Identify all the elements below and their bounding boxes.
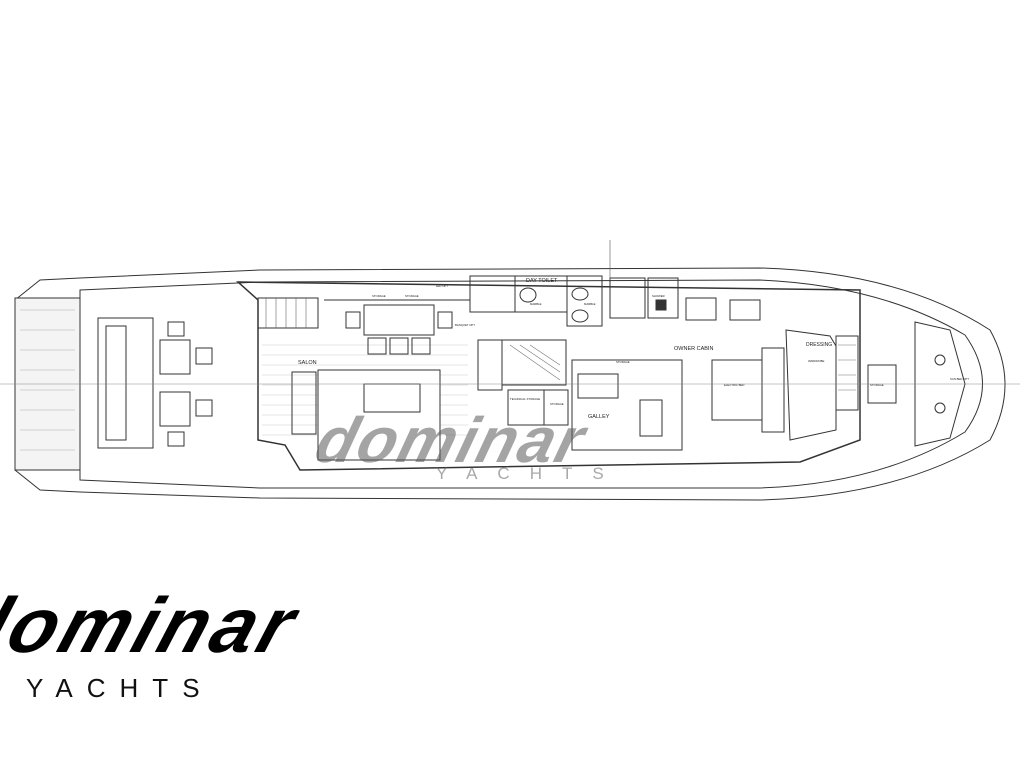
label-technical-storage: TECHNICAL STORAGE	[510, 397, 540, 401]
label-marble: MARBLE	[530, 302, 542, 306]
label-storage: STORAGE	[372, 294, 386, 298]
label-banquet-opt: BANQUET OPT	[455, 323, 475, 327]
owner-bed	[711, 359, 763, 421]
brand-logo: dominar	[0, 581, 310, 669]
room-label-salon: SALON	[298, 360, 317, 366]
watermark-logo: dominar	[308, 404, 595, 476]
watermark-subtitle: YACHTS	[436, 464, 624, 483]
room-label-day-toilet: DAY TOILET	[526, 278, 558, 284]
aft-sunpad	[97, 317, 154, 449]
room-label-dressing: DRESSING	[806, 342, 832, 348]
label-marble: MARBLE	[584, 302, 596, 306]
label-storage: STORAGE	[870, 383, 884, 387]
label-wardrobe: WARDROBE	[808, 359, 825, 363]
aft-stairs	[257, 297, 319, 329]
room-label-owner-cabin: OWNER CABIN	[674, 346, 713, 352]
aft-table	[159, 339, 191, 375]
hull-outline	[14, 267, 1006, 501]
bow-anchor-area	[914, 321, 966, 447]
label-storage: STORAGE	[616, 360, 630, 364]
label-led-opt: LED OPT	[436, 284, 448, 288]
label-shower: SHOWER	[652, 294, 665, 298]
label-storage: STORAGE	[405, 294, 419, 298]
label-sun-bed-opt: SUN BED OPT	[950, 377, 969, 381]
label-storage: STORAGE	[550, 402, 564, 406]
brand-logo-subtitle: YACHTS	[26, 673, 214, 703]
label-electric-bed: ELECTRIC BED	[724, 383, 744, 387]
galley	[571, 359, 683, 451]
dining-table	[363, 304, 435, 336]
superstructure	[236, 281, 861, 471]
room-label-galley: GALLEY	[588, 414, 610, 420]
aft-table	[159, 391, 191, 427]
